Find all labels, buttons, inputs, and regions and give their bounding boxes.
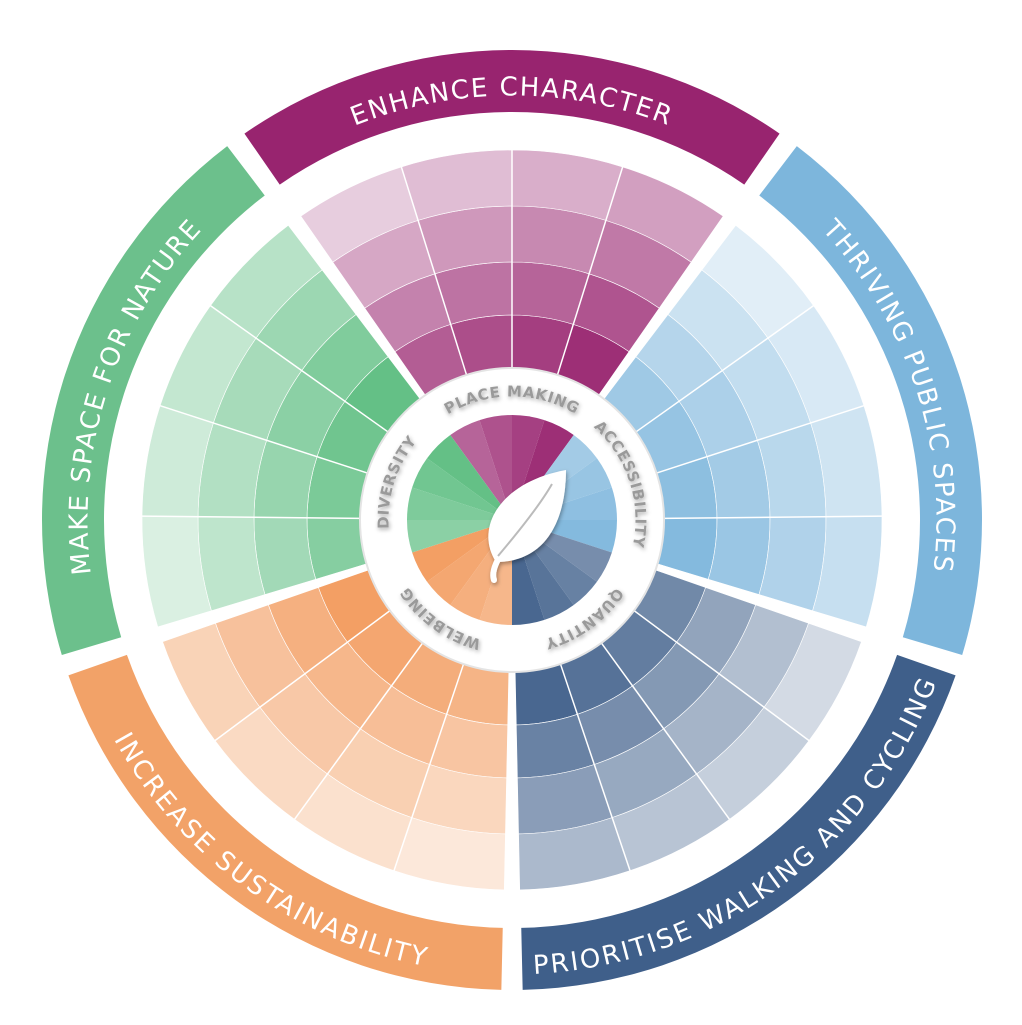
theme-band <box>68 654 503 990</box>
sector-divider <box>556 166 624 376</box>
sector-cell <box>209 224 323 339</box>
sector-gap <box>285 210 427 401</box>
sector-cell <box>707 516 771 595</box>
sector-cell <box>518 817 631 891</box>
sector-cell <box>812 515 883 628</box>
core-wedge <box>450 420 512 520</box>
sector-divider <box>400 166 468 376</box>
sector-divider <box>214 610 391 742</box>
sector-cell <box>162 622 261 742</box>
sector-divider <box>393 663 465 871</box>
sector-divider <box>209 305 389 433</box>
leaf-icon <box>488 470 566 583</box>
sector-divider <box>600 642 731 820</box>
core-wedge <box>407 487 512 520</box>
theme-band <box>759 146 982 656</box>
sector-divider <box>293 642 424 820</box>
core-wedge <box>412 520 512 582</box>
sector-divider <box>663 515 882 520</box>
sector-divider <box>633 610 810 742</box>
theme-band <box>521 654 956 990</box>
sector-divider <box>142 515 361 520</box>
sector-gap <box>597 210 739 401</box>
sector-gap <box>149 563 371 641</box>
sector-cell <box>605 166 724 263</box>
sector-gap <box>653 563 875 641</box>
core-wedge <box>479 415 512 520</box>
sector-divider <box>159 404 368 474</box>
core-wedge <box>407 520 512 553</box>
sector-divider <box>635 305 815 433</box>
sector-wedges <box>141 149 883 900</box>
theme-band <box>244 49 780 185</box>
core-wedge <box>412 458 512 520</box>
theme-band <box>42 146 265 656</box>
sector-cell <box>253 516 317 595</box>
sector-divider <box>656 404 865 474</box>
sector-divider <box>559 663 631 871</box>
core-wedge <box>427 435 512 520</box>
